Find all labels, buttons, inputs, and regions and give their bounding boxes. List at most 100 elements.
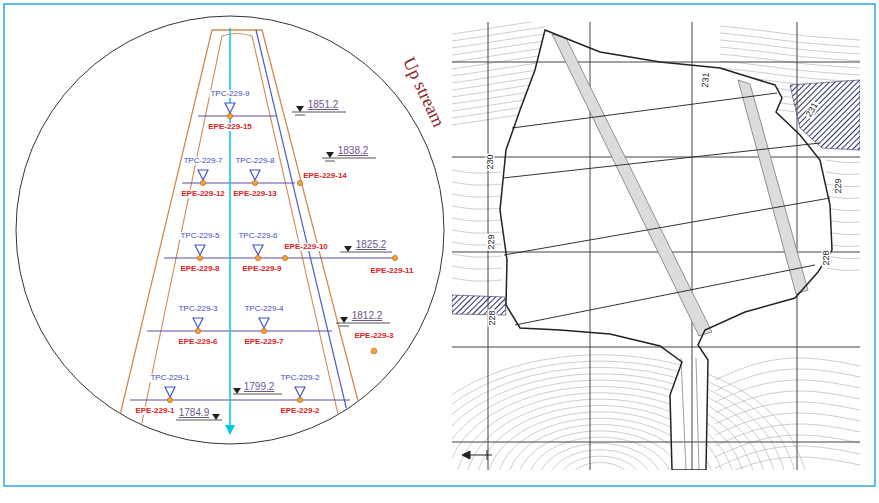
elevation-line xyxy=(340,252,392,253)
tpc-symbol xyxy=(165,387,175,397)
elevation-line xyxy=(292,112,346,113)
pressure-cell-label: EPE-229-8 xyxy=(179,265,220,273)
contour-line xyxy=(452,266,502,269)
elevation-symbol xyxy=(296,106,304,112)
epe-dot xyxy=(392,255,397,260)
dam-section xyxy=(116,28,395,435)
elevation-line xyxy=(336,323,390,324)
elevation-symbol xyxy=(233,388,241,394)
pressure-cell-label: EPE-229-3 xyxy=(353,332,394,340)
contour-line xyxy=(715,424,860,446)
contour-line xyxy=(826,208,860,210)
spillway-line xyxy=(681,358,686,470)
elevation-label: 1784.9 xyxy=(178,408,211,418)
epe-dot xyxy=(167,397,172,402)
plan-map xyxy=(452,22,860,470)
contour-line xyxy=(826,172,860,174)
elevation-label: 1825.2 xyxy=(355,240,388,250)
contour-line xyxy=(715,446,860,468)
contour-line xyxy=(720,40,860,54)
epe-dot xyxy=(371,348,377,354)
piezometer-label: TPC-229-2 xyxy=(279,374,320,382)
contour-line xyxy=(558,456,643,470)
axis-arrowhead xyxy=(225,425,235,435)
contour-line xyxy=(720,33,860,47)
contour-label: 231 xyxy=(701,71,711,89)
pressure-cell-label: EPE-229-14 xyxy=(302,172,348,180)
pressure-cell-label: EPE-229-2 xyxy=(279,407,320,415)
contour-line xyxy=(715,402,860,424)
tpc-symbol xyxy=(198,170,208,180)
reservoir-fill xyxy=(500,30,832,470)
grid-line xyxy=(452,157,860,158)
piezometer-label: TPC-229-3 xyxy=(177,305,218,313)
elevation-label: 1812.2 xyxy=(351,311,384,321)
detail-circle xyxy=(16,16,444,444)
contour-line xyxy=(547,450,653,470)
contour-line xyxy=(452,278,502,281)
contour-label: 229 xyxy=(487,233,496,250)
contour-line xyxy=(826,160,860,162)
tpc-symbol xyxy=(250,170,260,180)
epe-dot xyxy=(255,255,260,260)
contour-line xyxy=(452,367,788,470)
contour-line xyxy=(452,361,798,470)
tpc-symbol xyxy=(193,318,203,328)
figure-frame xyxy=(4,4,875,486)
grid-line xyxy=(797,22,798,470)
contour-line xyxy=(715,358,860,380)
contour-label: 229 xyxy=(834,177,843,194)
contour-line xyxy=(715,413,860,435)
section-line xyxy=(512,93,777,128)
elevation-symbol xyxy=(340,317,348,323)
contour-line xyxy=(720,54,860,68)
contour-line xyxy=(715,457,860,470)
level-line xyxy=(130,399,350,400)
map-grid xyxy=(452,22,860,470)
epe-dots xyxy=(167,113,397,402)
reservoir-outline xyxy=(500,30,832,470)
piezometer-label: TPC-229-8 xyxy=(234,157,275,165)
contour-line xyxy=(452,62,545,76)
contour-line xyxy=(452,194,502,197)
contour-line xyxy=(720,61,860,75)
contour-line xyxy=(516,431,684,470)
section-line xyxy=(515,265,815,325)
epe-dot xyxy=(195,328,200,333)
contour-label: 231 xyxy=(804,100,820,119)
north-arrow-tick xyxy=(487,450,488,460)
contour-line xyxy=(720,26,860,40)
contour-line xyxy=(715,369,860,391)
dam-core-outline xyxy=(140,34,342,433)
pressure-cell-label: EPE-229-15 xyxy=(207,123,253,131)
pressure-cell-label: EPE-229-1 xyxy=(134,407,175,415)
contour-line xyxy=(715,380,860,402)
contour-line xyxy=(826,184,860,186)
contour-line xyxy=(537,444,663,470)
elevation-line xyxy=(325,161,335,162)
contour-line xyxy=(452,34,545,48)
contour-line xyxy=(720,47,860,61)
elevation-label: 1851.2 xyxy=(307,100,340,110)
level-line xyxy=(147,330,332,331)
north-arrow xyxy=(462,450,492,460)
piezometer-label: TPC-229-5 xyxy=(179,232,220,240)
contour-line xyxy=(452,48,545,62)
piezometer-label: TPC-229-1 xyxy=(149,374,190,382)
map-ground xyxy=(452,22,860,470)
hatched-area xyxy=(452,295,506,315)
pressure-cell-label: EPE-229-6 xyxy=(177,338,218,346)
elevation-markers xyxy=(176,106,392,420)
contour-line xyxy=(506,424,695,470)
epe-dot xyxy=(297,180,302,185)
pressure-cell-label: EPE-229-9 xyxy=(241,265,282,273)
contour-label: 230 xyxy=(486,153,495,170)
elevation-line xyxy=(176,420,222,421)
elevation-symbol xyxy=(326,152,334,158)
contour-line xyxy=(826,268,860,270)
north-arrow-head xyxy=(462,451,470,459)
section-line xyxy=(503,143,820,178)
